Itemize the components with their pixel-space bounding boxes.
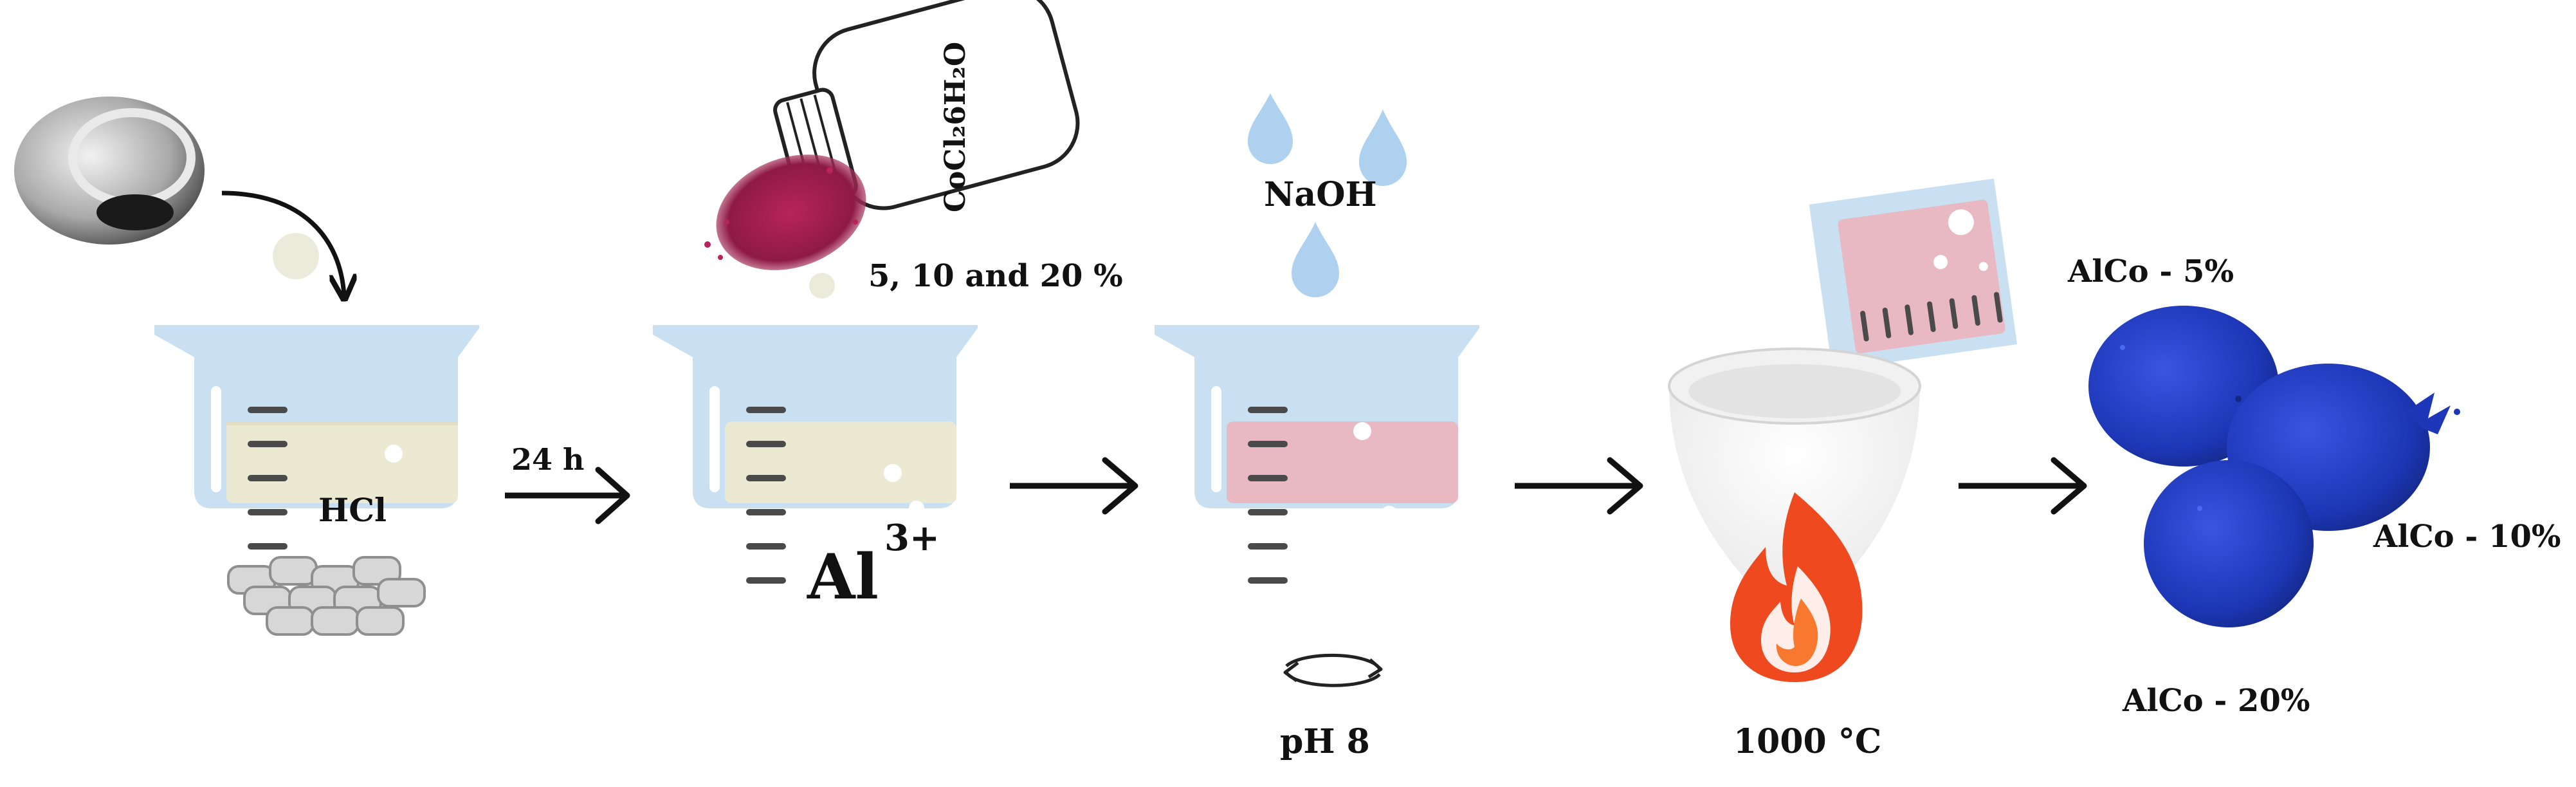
cobalt-salt-powder: [704, 154, 866, 270]
arrow-4: [1959, 457, 2087, 515]
beaker-3: [1155, 325, 1479, 614]
aluminum-can-tab-icon: [227, 556, 426, 636]
naoh-drops: [1248, 93, 1407, 297]
temperature-label: 1000 °C: [1733, 722, 1881, 761]
doping-label: 5, 10 and 20 %: [868, 258, 1123, 294]
drop-circle: [273, 233, 319, 279]
arrow-1: [505, 467, 630, 524]
ph-label: pH 8: [1280, 722, 1370, 761]
time-label: 24 h: [511, 442, 584, 477]
stirring-icon: [1283, 653, 1383, 687]
product-label-5: AlCo - 5%: [2067, 254, 2234, 290]
beaker-1: HCl: [154, 325, 479, 636]
product-label-10: AlCo - 10%: [2373, 519, 2561, 555]
ion-charge: 3+: [884, 517, 940, 559]
ion-symbol: Al: [807, 541, 879, 613]
reagent-hcl-label: HCl: [318, 491, 387, 529]
drop-circle-2: [809, 273, 835, 299]
salt-formula-label: CoCl₂6H₂O: [939, 42, 972, 212]
flame-icon: [1730, 492, 1863, 682]
can-tab-photo: [14, 97, 205, 245]
arrow-2: [1010, 457, 1138, 515]
product-powder-20: [2144, 460, 2314, 627]
curved-arrow-tab-to-beaker: [221, 190, 344, 296]
beaker-2: Al 3+: [653, 325, 978, 613]
arrow-3: [1515, 457, 1643, 515]
reagent-naoh-label: NaOH: [1264, 175, 1377, 214]
product-label-20: AlCo - 20%: [2122, 683, 2310, 719]
pouring-beaker: [1809, 178, 2018, 384]
